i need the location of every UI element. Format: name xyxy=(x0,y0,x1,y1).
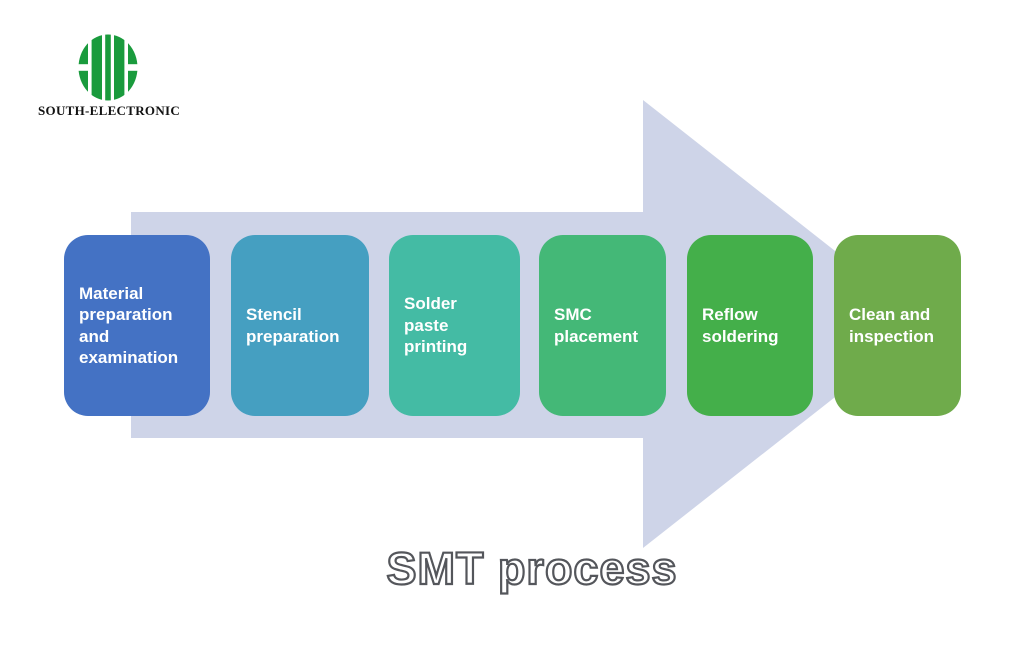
process-step-1: Material preparation and examination xyxy=(64,235,210,416)
diagram-title: SMT process xyxy=(385,542,678,595)
process-step-2: Stencil preparation xyxy=(231,235,369,416)
company-name: SOUTH-ELECTRONIC xyxy=(38,103,181,118)
process-step-label: Solder paste printing xyxy=(404,294,468,357)
process-step-label: Material preparation and examination xyxy=(79,283,179,368)
process-step-label: Reflow soldering xyxy=(702,305,779,346)
company-logo: SOUTH-ELECTRONIC xyxy=(38,34,181,119)
process-step-6: Clean and inspection xyxy=(834,235,961,416)
process-step-label: Stencil preparation xyxy=(246,305,340,346)
process-step-3: Solder paste printing xyxy=(389,235,520,416)
flow-arrow-shape xyxy=(131,100,928,548)
process-step-label: SMC placement xyxy=(554,305,639,346)
process-step-5: Reflow soldering xyxy=(687,235,813,416)
hh-monogram-icon xyxy=(78,34,138,101)
process-step-4: SMC placement xyxy=(539,235,666,416)
process-step-label: Clean and inspection xyxy=(849,305,935,346)
